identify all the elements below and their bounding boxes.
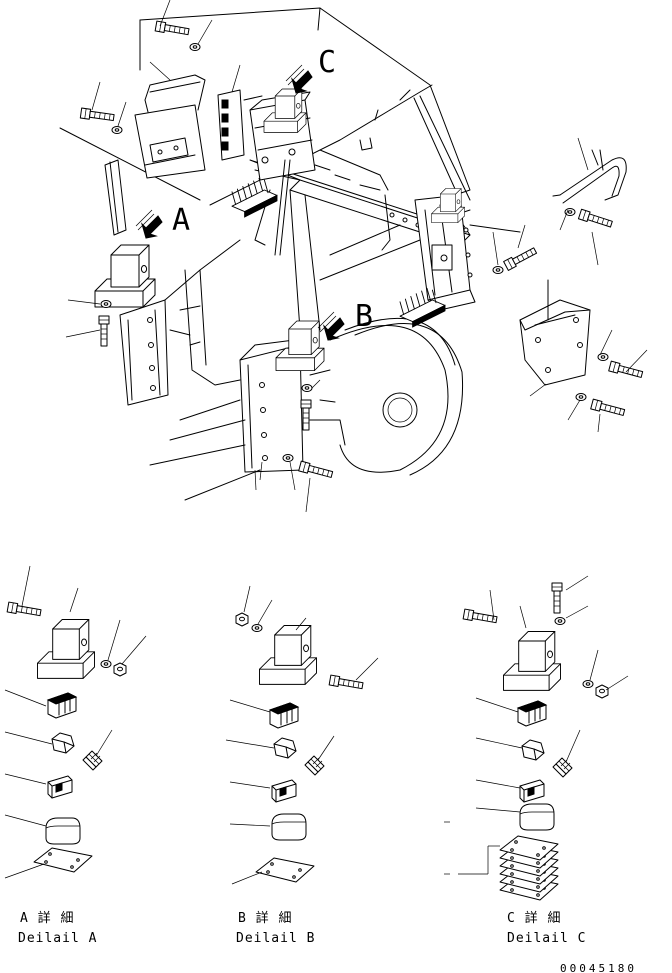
drawing-id: 00045180: [560, 962, 637, 973]
assembly-view: C A B: [59, 0, 648, 513]
detail-c: C 詳 細 Deilail C: [444, 575, 629, 946]
view-label-a: A: [172, 203, 190, 238]
view-label-c: C: [318, 45, 336, 80]
detail-b: B 詳 細 Deilail B: [225, 585, 379, 946]
detail-b-caption-en: Deilail B: [236, 931, 315, 946]
view-label-b: B: [355, 299, 373, 334]
detail-b-caption-jp: B 詳 細: [238, 910, 292, 926]
detail-a-caption-en: Deilail A: [18, 931, 97, 946]
detail-c-caption-en: Deilail C: [507, 931, 586, 946]
detail-c-caption-jp: C 詳 細: [507, 910, 561, 926]
detail-a-caption-jp: A 詳 細: [20, 910, 74, 926]
detail-a: A 詳 細 Deilail A: [4, 565, 147, 946]
